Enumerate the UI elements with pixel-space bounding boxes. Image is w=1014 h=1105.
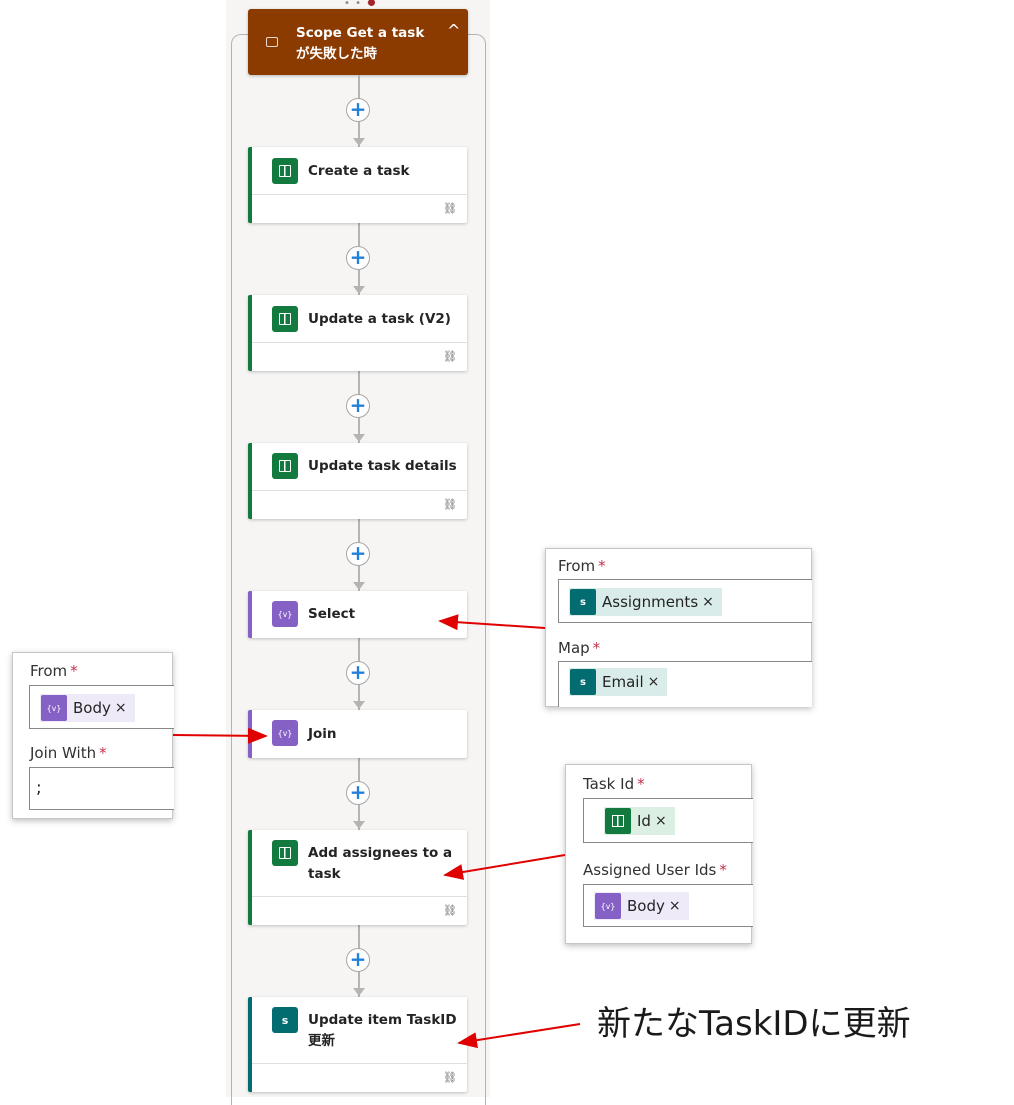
step-label: Create a task: [308, 163, 410, 179]
user-ids-label: Assigned User Ids*: [583, 861, 727, 879]
step-update-task[interactable]: Update a task (V2) ⛓: [248, 295, 467, 371]
data-operation-icon: {v}: [272, 601, 298, 627]
from-label: From*: [30, 662, 78, 680]
arrow-to-select: [438, 614, 546, 631]
arrow-to-join: [172, 727, 268, 744]
link-icon: ⛓: [443, 202, 457, 215]
add-step-button[interactable]: +: [346, 542, 370, 566]
divider: [252, 1063, 467, 1064]
step-update-item[interactable]: s Update item TaskID更新 ⛓: [248, 997, 467, 1092]
from-field[interactable]: s Assignments ×: [558, 579, 812, 623]
remove-token-icon[interactable]: ×: [654, 813, 667, 829]
error-dot: [368, 0, 375, 6]
chevron-up-icon[interactable]: ^: [447, 21, 461, 40]
token-email[interactable]: s Email ×: [569, 668, 668, 696]
join-with-value: ;: [36, 778, 42, 798]
add-step-button[interactable]: +: [346, 781, 370, 805]
data-operation-icon: {v}: [272, 720, 298, 746]
planner-icon: [272, 306, 298, 332]
add-step-button[interactable]: +: [346, 246, 370, 270]
step-label: Update item TaskID更新: [308, 1012, 457, 1049]
planner-icon: [272, 453, 298, 479]
remove-token-icon[interactable]: ×: [702, 594, 714, 610]
divider: [252, 342, 467, 343]
planner-icon: [272, 840, 298, 866]
add-step-button[interactable]: +: [346, 394, 370, 418]
connector-arrow: [353, 821, 365, 829]
arrow-to-update-item: [457, 1023, 581, 1049]
divider: [252, 194, 467, 195]
step-label: Add assignees to a task: [308, 845, 453, 882]
scope-title: Scope Get a taskが失敗した時: [296, 25, 425, 62]
step-create-task[interactable]: Create a task ⛓: [248, 147, 467, 223]
step-label: Join: [308, 726, 337, 742]
token-assignments[interactable]: s Assignments ×: [569, 588, 722, 616]
link-icon: ⛓: [443, 350, 457, 363]
divider: [252, 490, 467, 491]
arrow-to-add-assignees: [443, 854, 566, 880]
user-ids-field[interactable]: {v} Body ×: [583, 884, 753, 927]
step-label: Update a task (V2): [308, 311, 451, 327]
token-body[interactable]: {v} Body ×: [40, 694, 135, 722]
token-label: Body: [627, 897, 665, 915]
join-with-label: Join With*: [30, 744, 107, 762]
token-label: Id: [637, 812, 651, 830]
planner-icon: [605, 808, 631, 834]
sharepoint-icon: s: [570, 669, 596, 695]
remove-token-icon[interactable]: ×: [668, 898, 681, 914]
connector-arrow: [353, 286, 365, 294]
connector-arrow: [353, 582, 365, 590]
link-icon: ⛓: [443, 1071, 457, 1084]
step-label: Select: [308, 606, 356, 622]
connector-arrow: [353, 434, 365, 442]
connector-arrow: [353, 701, 365, 709]
from-label: From*: [558, 557, 606, 575]
join-params-panel: From* {v} Body × Join With* ;: [12, 652, 174, 819]
task-id-field[interactable]: Id ×: [583, 798, 753, 843]
assignees-params-panel: Task Id* Id × Assigned User Ids* {v} Bod…: [565, 764, 753, 944]
from-field[interactable]: {v} Body ×: [29, 685, 174, 729]
step-update-task-details[interactable]: Update task details ⛓: [248, 443, 467, 519]
link-icon: ⛓: [443, 904, 457, 917]
map-label: Map*: [558, 639, 601, 657]
token-label: Email: [602, 673, 644, 691]
data-operation-icon: {v}: [595, 893, 621, 919]
step-select[interactable]: {v} Select: [248, 591, 467, 638]
remove-token-icon[interactable]: ×: [647, 674, 660, 690]
scope-icon: [266, 37, 278, 47]
data-operation-icon: {v}: [41, 695, 67, 721]
token-label: Assignments: [602, 593, 699, 611]
link-icon: ⛓: [443, 498, 457, 511]
scope-header[interactable]: Scope Get a taskが失敗した時 ^: [248, 9, 468, 75]
join-with-field[interactable]: ;: [29, 767, 174, 810]
add-step-button[interactable]: +: [346, 661, 370, 685]
token-body[interactable]: {v} Body ×: [594, 892, 689, 920]
sharepoint-icon: s: [570, 589, 596, 615]
select-params-panel: From* s Assignments × Map* s Email ×: [545, 548, 812, 707]
step-join[interactable]: {v} Join: [248, 710, 467, 758]
more-dots: • • •: [344, 0, 374, 9]
planner-icon: [272, 158, 298, 184]
add-step-button[interactable]: +: [346, 98, 370, 122]
add-step-button[interactable]: +: [346, 948, 370, 972]
step-add-assignees[interactable]: Add assignees to a task ⛓: [248, 830, 467, 925]
step-label: Update task details: [308, 458, 457, 474]
annotation-note: 新たなTaskIDに更新: [597, 1004, 911, 1044]
divider: [252, 896, 467, 897]
sharepoint-icon: s: [272, 1007, 298, 1033]
connector-arrow: [353, 138, 365, 146]
map-field[interactable]: s Email ×: [558, 661, 812, 707]
task-id-label: Task Id*: [583, 775, 645, 793]
token-label: Body: [73, 699, 111, 717]
remove-token-icon[interactable]: ×: [114, 700, 127, 716]
connector-arrow: [353, 988, 365, 996]
token-id[interactable]: Id ×: [604, 807, 675, 835]
